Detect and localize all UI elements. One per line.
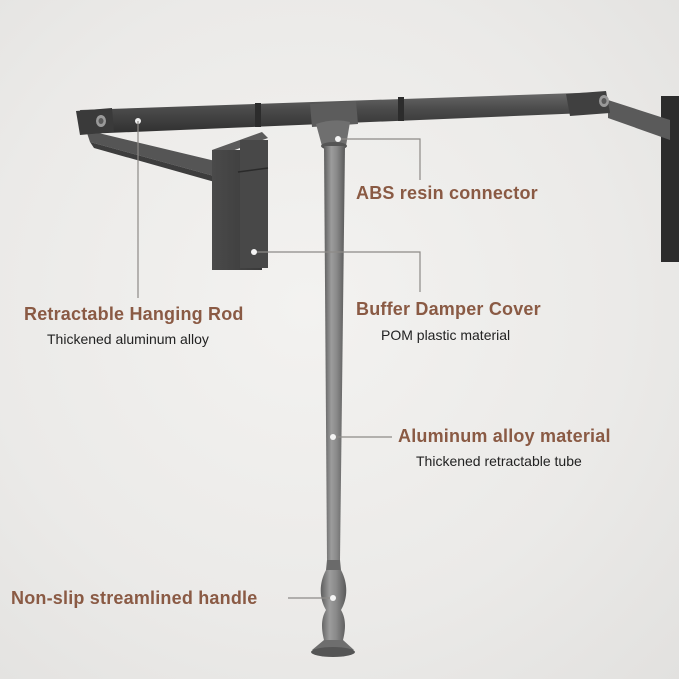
rod-title: Retractable Hanging Rod [24,304,244,324]
handle-title: Non-slip streamlined handle [11,588,258,608]
leader-damper [254,251,421,292]
dot-alloy [330,434,336,440]
non-slip-handle [311,570,355,657]
marker-dots [251,136,341,601]
rod-subtitle: Thickened aluminum alloy [47,331,209,347]
alloy-subtitle: Thickened retractable tube [416,453,582,469]
dot-handle [330,595,336,601]
abs-connector [310,101,358,150]
left-wall-bracket [212,132,269,270]
connector-title: ABS resin connector [356,183,538,203]
right-wall-bracket [608,96,679,262]
leader-connector [338,138,421,180]
dot-damper [251,249,257,255]
vertical-pole [324,146,345,570]
dot-connector [335,136,341,142]
damper-title: Buffer Damper Cover [356,299,541,319]
damper-subtitle: POM plastic material [381,327,511,343]
alloy-title: Aluminum alloy material [398,426,611,446]
leader-lines [137,121,421,599]
left-support-arm [86,130,236,188]
